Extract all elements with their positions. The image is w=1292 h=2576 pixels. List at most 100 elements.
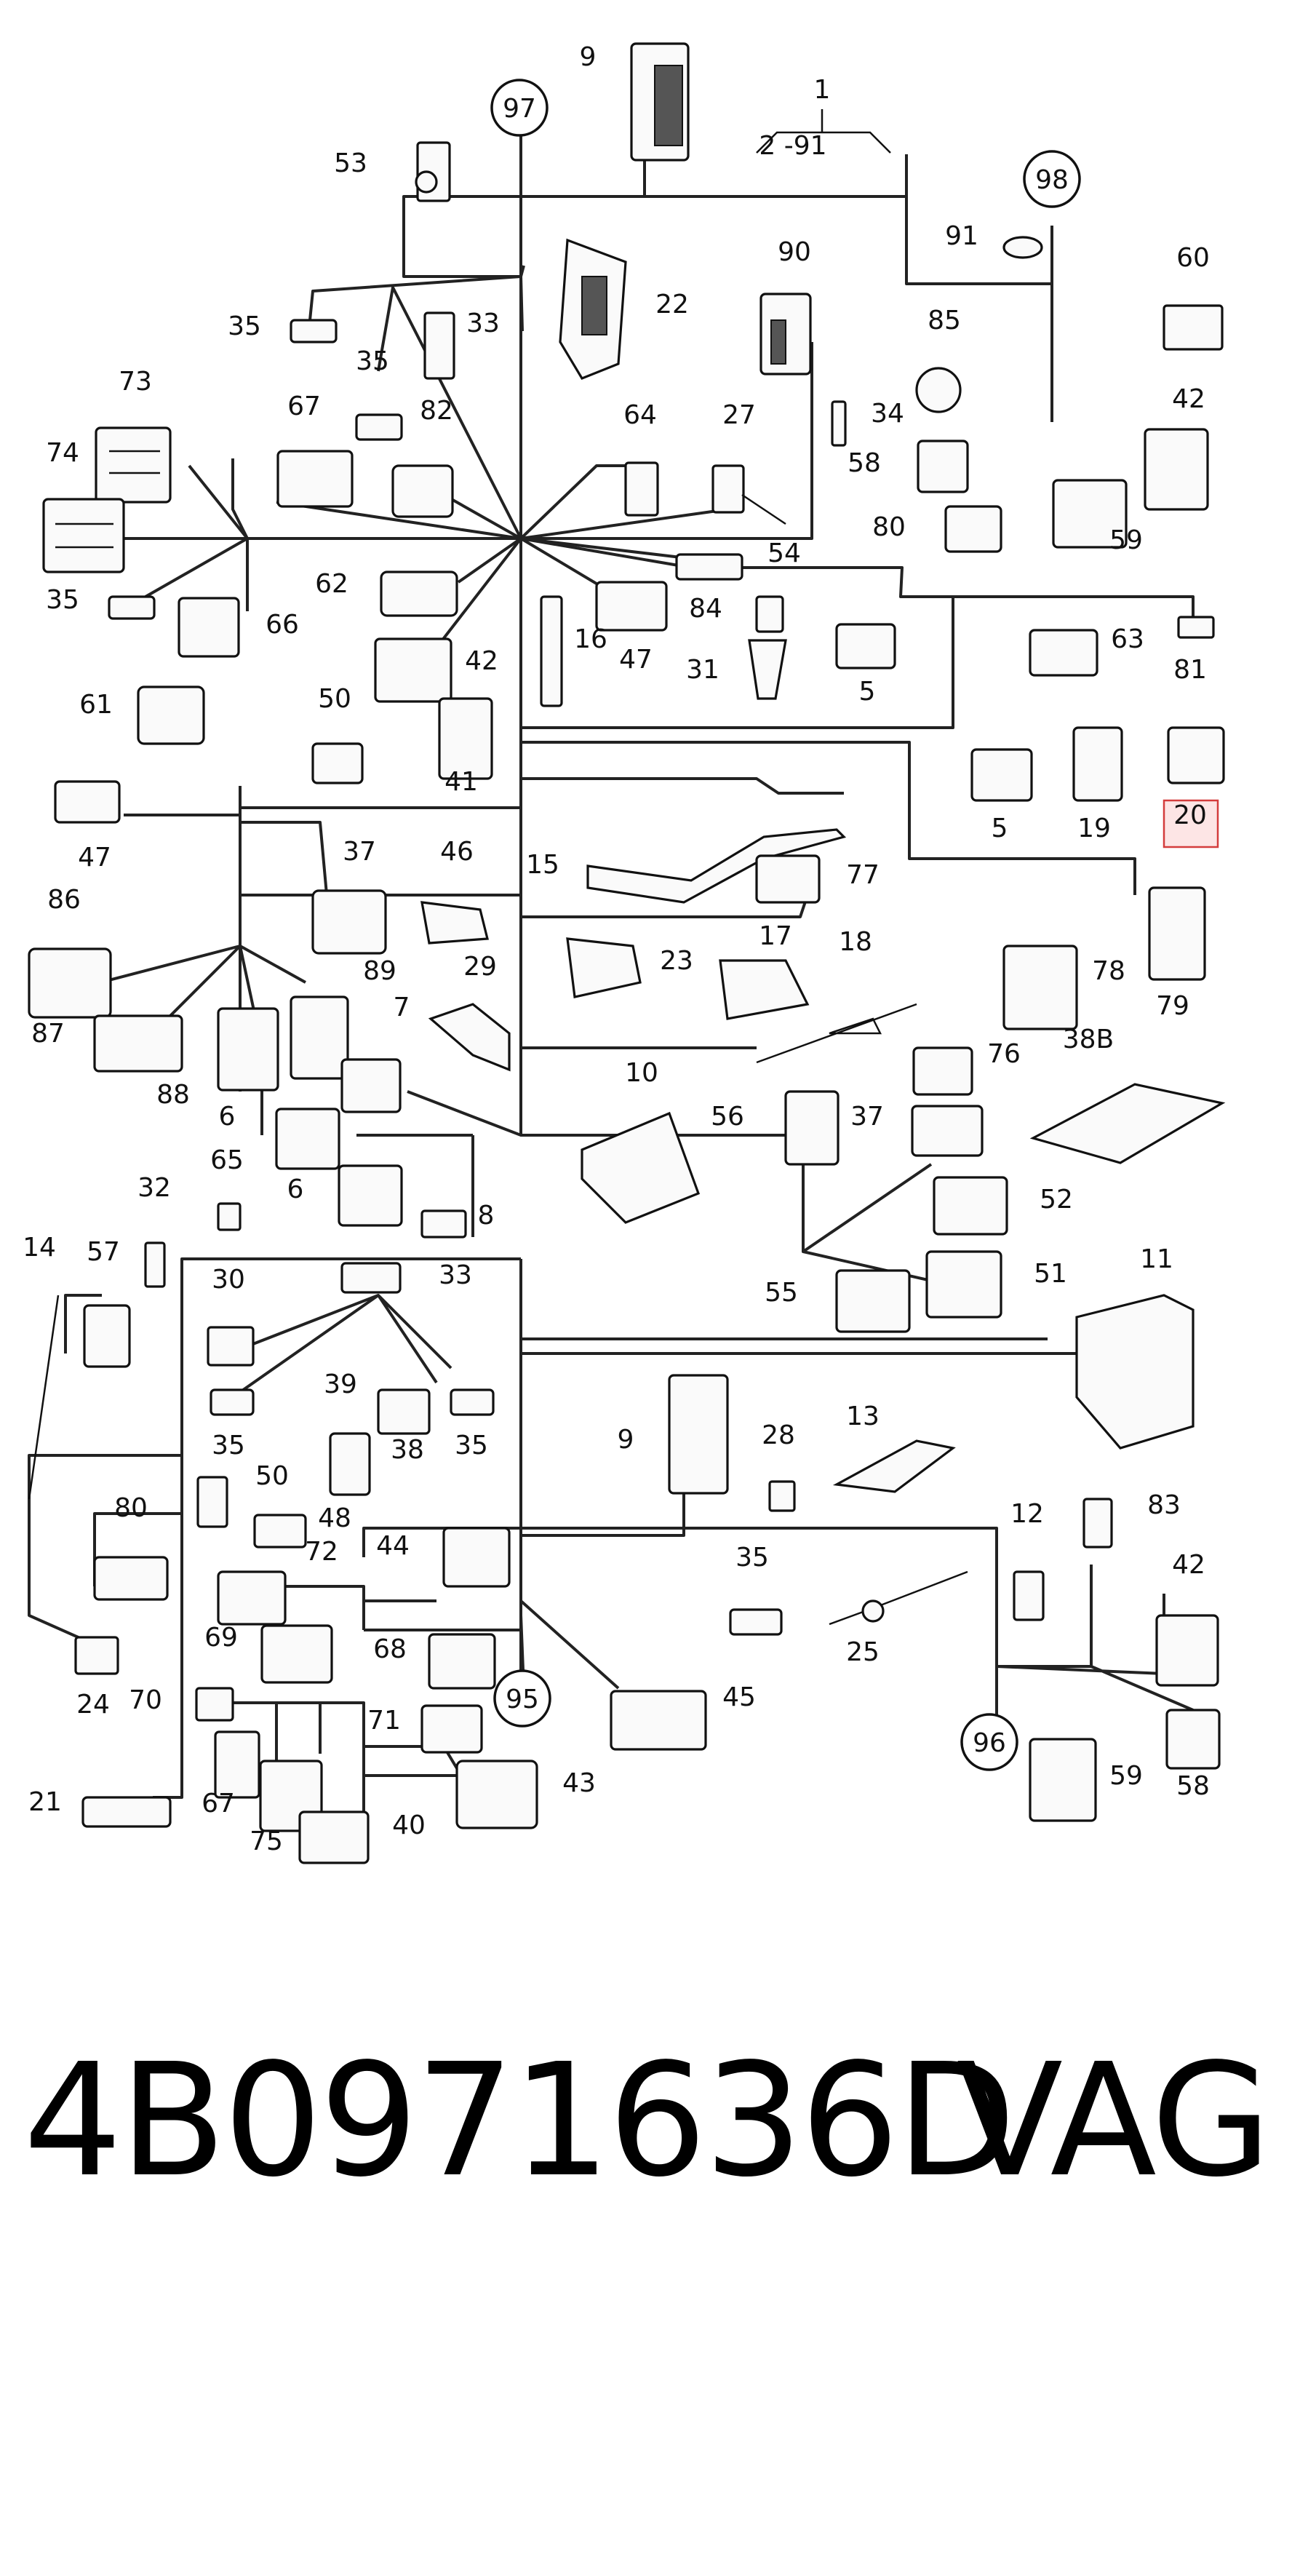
callout-label: 62 [315, 569, 348, 599]
part-number: 4B0971636D [23, 2030, 1016, 2211]
callout-label: 51 [1034, 1259, 1067, 1289]
callout-label: 23 [660, 946, 693, 976]
callout-label: 54 [767, 538, 801, 568]
callout-label: 5 [992, 814, 1008, 843]
reference-circle: 95 [493, 1669, 551, 1728]
connector-parts [28, 42, 1226, 1864]
callout-label: 79 [1156, 991, 1189, 1021]
callout-label: 5 [859, 677, 876, 707]
callout-label: 6 [219, 1102, 236, 1132]
callout-label: 17 [759, 921, 792, 951]
callout-label: 32 [137, 1173, 171, 1203]
callout-label: 56 [711, 1102, 744, 1132]
callout-label: 87 [31, 1019, 65, 1049]
callout-label: 42 [1172, 1550, 1205, 1580]
callout-label: 59 [1109, 1761, 1143, 1791]
callout-label: 50 [255, 1461, 289, 1491]
callout-label: 47 [619, 645, 653, 675]
callout-label: 45 [722, 1682, 756, 1712]
reference-circle-shape [960, 1713, 1018, 1771]
callout-label: 40 [392, 1810, 426, 1840]
callout-label: 27 [722, 400, 756, 430]
callout-label: 44 [376, 1531, 410, 1561]
callout-label: 71 [367, 1706, 401, 1736]
callout-label: 33 [466, 309, 500, 338]
callout-label: 75 [250, 1826, 283, 1856]
callout-label: 30 [212, 1265, 245, 1295]
callout-label: 34 [871, 399, 904, 429]
callout-label: 74 [46, 438, 79, 468]
reference-circle-shape [1023, 150, 1081, 208]
brand-name: VAG [956, 2030, 1272, 2211]
callout-label: 43 [562, 1768, 596, 1798]
callout-label: 39 [324, 1370, 357, 1399]
callout-label: 58 [848, 448, 881, 478]
reference-circle-shape [490, 79, 549, 137]
callout-label: 15 [526, 850, 559, 880]
callout-label: 77 [846, 860, 880, 890]
callout-label: 29 [463, 952, 497, 982]
callout-label: 55 [765, 1278, 798, 1308]
callout-label: 63 [1111, 624, 1144, 654]
reference-circle: 96 [960, 1713, 1018, 1771]
callout-label: 33 [439, 1260, 472, 1290]
callout-label: 9 [618, 1425, 634, 1455]
callout-label-highlighted: 20 [1173, 800, 1207, 830]
group-bracket [756, 109, 891, 154]
callout-label: 38B [1063, 1025, 1114, 1054]
callout-label: 14 [23, 1233, 56, 1263]
callout-label: 38 [391, 1435, 424, 1465]
callout-label: 66 [266, 610, 299, 640]
callout-label: 42 [465, 646, 498, 676]
reference-circle-label: 96 [973, 1728, 1006, 1758]
callout-label: 67 [287, 391, 321, 421]
callout-label: 28 [762, 1420, 795, 1450]
callout-label: 80 [872, 512, 906, 542]
callout-label: 83 [1147, 1490, 1181, 1520]
callout-label: 11 [1140, 1244, 1173, 1274]
callout-label: 88 [156, 1080, 190, 1110]
callout-label: 52 [1040, 1185, 1073, 1215]
callout-label: 6 [287, 1174, 304, 1204]
callout-label: 35 [228, 311, 261, 341]
callout-label: 7 [394, 993, 410, 1022]
callout-label: 9 [580, 42, 597, 72]
callout-label: 42 [1172, 384, 1205, 414]
callout-label: 48 [318, 1503, 351, 1533]
reference-circle-label: 97 [503, 94, 536, 124]
callout-label: 69 [204, 1623, 238, 1653]
callout-label: 31 [686, 655, 719, 685]
callout-label: 65 [210, 1145, 244, 1175]
callout-label: 82 [420, 396, 453, 426]
callout-label: 8 [478, 1201, 495, 1231]
callout-label: 91 [945, 221, 978, 251]
callout-label: 50 [318, 684, 351, 714]
callout-label: 12 [1010, 1499, 1044, 1529]
callout-label: 67 [202, 1789, 235, 1818]
callout-label: 61 [79, 690, 113, 720]
callout-label: 47 [78, 843, 111, 872]
callout-label: 58 [1176, 1771, 1210, 1801]
callout-label: 41 [444, 767, 478, 797]
callout-label: 25 [846, 1637, 880, 1667]
footer: 4B0971636D VAG [23, 2030, 1272, 2212]
callout-label: 68 [373, 1634, 407, 1664]
callout-label: 81 [1173, 655, 1207, 685]
callout-label: 60 [1176, 243, 1210, 273]
callout-label: 18 [839, 927, 872, 957]
reference-circle-label: 98 [1035, 165, 1069, 195]
callout-label: 46 [440, 837, 474, 867]
callout-label: 57 [87, 1237, 120, 1267]
callout-label: 35 [735, 1543, 769, 1573]
callout-label: 78 [1092, 956, 1125, 986]
callout-label: 24 [76, 1690, 110, 1720]
callout-label: 21 [28, 1787, 62, 1817]
reference-circle: 98 [1023, 150, 1081, 208]
callout-label: 37 [343, 837, 376, 867]
reference-circle-shape [493, 1669, 551, 1728]
callout-label: 70 [129, 1685, 162, 1715]
reference-circle-label: 95 [506, 1685, 539, 1714]
callout-label: 13 [846, 1402, 880, 1431]
